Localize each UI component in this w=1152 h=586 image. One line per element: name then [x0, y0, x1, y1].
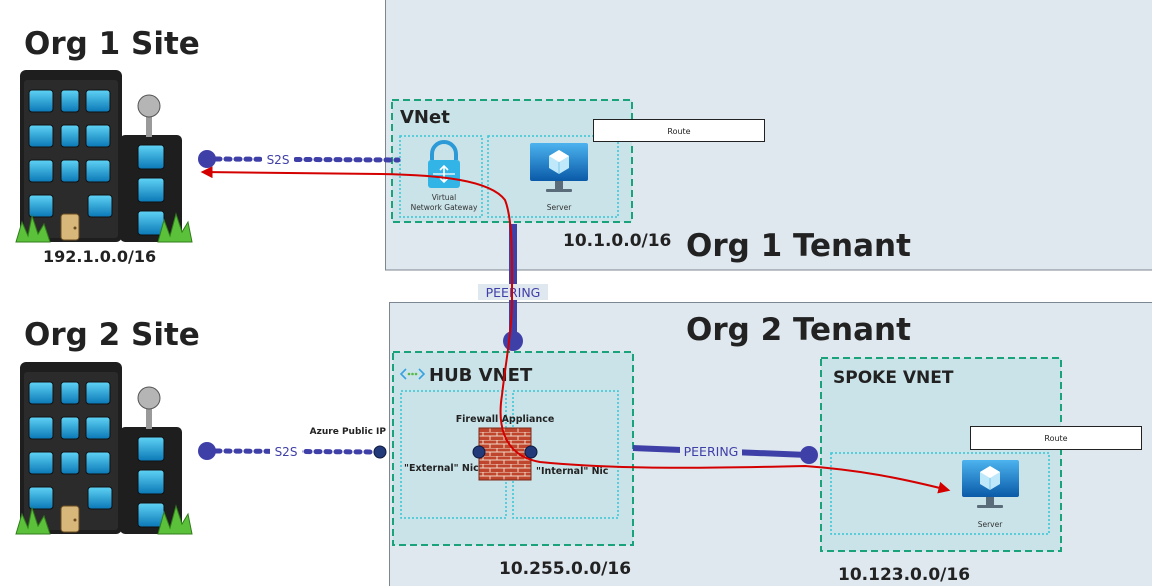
org2-site-label: Org 2 Site: [24, 317, 200, 353]
org1-s2s-label-bg: [262, 152, 294, 167]
external-nic-dot: [472, 445, 486, 459]
org2-s2s-endpoint: [198, 442, 216, 460]
org1-route-label: Route: [667, 127, 690, 136]
external-nic-label: "External" Nic: [404, 463, 479, 474]
hub-spoke-peering-endpoint: [800, 446, 818, 464]
spoke-vnet-label: SPOKE VNET: [833, 368, 954, 388]
spoke-route-box: [970, 426, 1142, 450]
org1-building-icon: [15, 70, 193, 243]
firewall-label: Firewall Appliance: [456, 414, 555, 425]
org2-s2s-label: S2S: [275, 445, 298, 459]
internal-nic-label: "Internal" Nic: [536, 466, 608, 477]
azure-public-ip-dot: [373, 445, 387, 459]
hub-vnet-cidr: 10.255.0.0/16: [499, 559, 631, 579]
org1-vnet-label: VNet: [400, 107, 450, 128]
gateway-label-line1: Virtual: [432, 193, 457, 202]
spoke-vnet-cidr: 10.123.0.0/16: [838, 565, 970, 585]
org1-tenant-label: Org 1 Tenant: [686, 228, 911, 264]
hub-spoke-peering-label: PEERING: [684, 444, 739, 459]
spoke-route-label: Route: [1044, 434, 1067, 443]
gateway-label-line2: Network Gateway: [411, 203, 478, 212]
spoke-server-icon: [962, 460, 1019, 508]
org1-server-label: Server: [547, 203, 573, 212]
org1-s2s-endpoint: [198, 150, 216, 168]
spoke-server-label: Server: [978, 520, 1004, 529]
tenant-peering-endpoint: [503, 331, 523, 351]
org1-vnet-cidr: 10.1.0.0/16: [563, 231, 671, 251]
org2-building-icon: [15, 362, 193, 535]
org2-tenant-label: Org 2 Tenant: [686, 312, 911, 348]
org1-s2s-dotted-line: [213, 156, 401, 163]
azure-public-ip-label: Azure Public IP: [310, 427, 387, 437]
org1-site-label: Org 1 Site: [24, 26, 200, 62]
org1-route-box: [593, 119, 765, 142]
internal-nic-dot: [524, 445, 538, 459]
org1-s2s-label: S2S: [267, 153, 290, 167]
traffic-route-path: [200, 166, 951, 494]
org1-site-cidr: 192.1.0.0/16: [43, 247, 156, 266]
hub-vnet-label: HUB VNET: [429, 365, 533, 386]
